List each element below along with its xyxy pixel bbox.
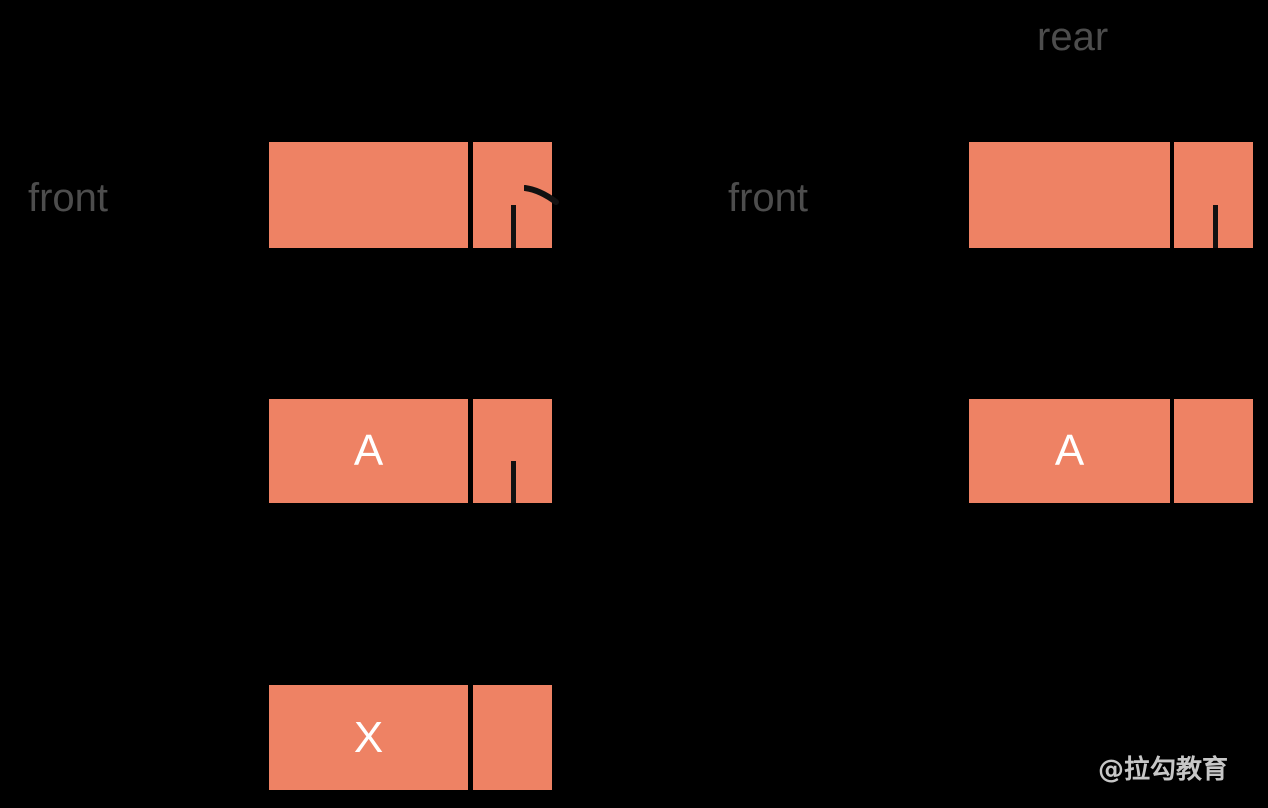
queue-cell-right-r2-tail[interactable] [1174,399,1253,503]
queue-cell-right-r2-main[interactable]: A [969,399,1170,503]
watermark: @拉勾教育 [1098,755,1229,785]
pointer-tick-right-r1 [1213,205,1218,248]
queue-cell-left-r3-tail[interactable] [473,685,552,790]
label-front-left: front [28,176,109,220]
pointer-tick-left-r1 [511,205,516,248]
queue-cell-right-r1-main[interactable] [969,142,1170,248]
cell-label: X [353,712,384,762]
label-rear-right: rear [1037,15,1109,59]
cell-label: A [1054,426,1085,475]
pointer-tick-left-r2 [511,461,516,503]
cell-label: A [353,426,384,475]
queue-cell-left-r1-main[interactable] [269,142,468,248]
label-front-right: front [728,176,809,220]
queue-cell-left-r2-main[interactable]: A [269,399,468,503]
queue-cell-left-r3-main[interactable]: X [269,685,468,790]
